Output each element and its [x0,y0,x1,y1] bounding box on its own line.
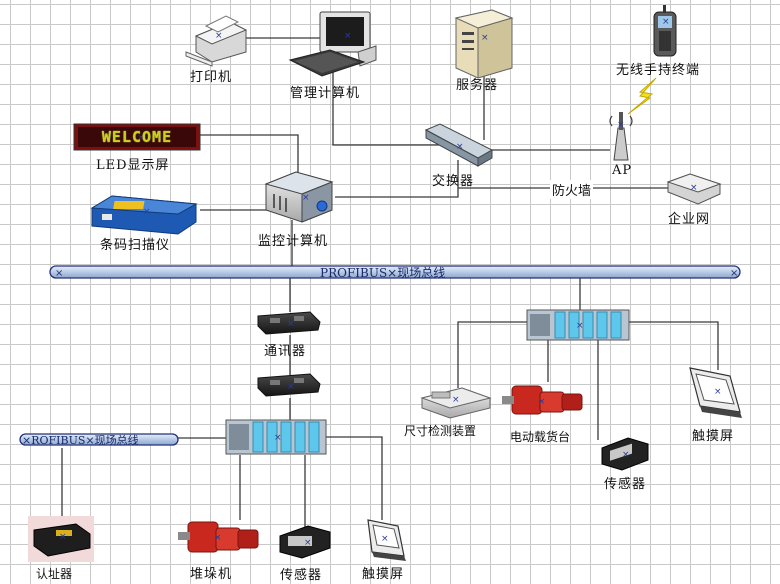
svg-text:×: × [730,268,738,279]
addresser-label: 认址器 [36,567,73,581]
svg-text:×: × [287,382,295,392]
main-fieldbus: × × [49,265,741,279]
svg-text:×: × [59,532,67,542]
svg-text:×: × [714,387,722,397]
svg-text:×: × [690,183,698,193]
electric-carrier-label: 电动载货台 [510,430,571,444]
svg-text:×: × [456,142,464,152]
plc-bottom-icon [225,419,327,455]
touch-screen-bottom-icon [367,519,406,561]
local-fieldbus-label: ×ROFIBUS×现场总线 [22,434,139,447]
svg-text:×: × [137,133,145,143]
switch-icon [424,123,494,167]
monitoring-computer-label: 监控计算机 [258,234,329,249]
size-check-device-label: 尺寸检测装置 [404,424,477,438]
svg-text:×: × [302,193,310,203]
handheld-terminal-icon [653,5,677,57]
sensor-right-label: 传感器 [604,477,647,492]
handheld-terminal-label: 无线手持终端 [616,63,701,78]
local-fieldbus [19,433,179,446]
access-point-icon [609,112,633,161]
wireless-link-icon [627,77,657,115]
switch-label: 交换器 [432,174,475,189]
svg-text:×: × [381,534,389,544]
main-fieldbus-label: PROFIBUS×现场总线 [320,266,446,280]
svg-text:×: × [576,321,584,331]
printer-icon [185,15,248,67]
server-label: 服务器 [456,78,499,93]
svg-text:×: × [304,538,312,548]
plc-right-icon [526,309,630,341]
size-check-device-icon [420,387,492,419]
monitoring-computer-icon [264,171,334,223]
svg-text:×: × [662,17,670,27]
stacker-label: 堆垛机 [190,567,233,582]
svg-text:×: × [287,319,295,329]
sensor-bottom-icon [279,525,331,559]
management-computer-icon [288,11,377,77]
firewall-label: 防火墙 [550,180,594,199]
communication-unit-label: 通讯器 [264,344,307,359]
access-point-label: AP [612,163,633,178]
svg-text:×: × [214,533,222,543]
led-display-text: WELCOME [101,128,173,146]
enterprise-network-icon [666,173,722,205]
electric-carrier-motor-icon [502,385,583,415]
touch-screen-bottom-label: 触摸屏 [362,567,405,582]
server-icon [454,9,514,79]
barcode-scanner-label: 条码扫描仪 [100,238,171,253]
led-display-icon [73,123,201,151]
printer-label: 打印机 [190,70,233,85]
sensor-bottom-label: 传感器 [280,568,323,583]
svg-text:×: × [344,31,352,41]
touch-screen-right-label: 触摸屏 [692,429,735,444]
svg-text:×: × [274,433,282,443]
svg-text:×: × [452,395,460,405]
led-display-label: LED显示屏 [96,158,170,173]
svg-text:×: × [617,120,625,130]
svg-text:×: × [622,450,630,460]
touch-screen-right-icon [689,367,742,418]
addresser-icon [28,516,94,562]
anchor-markers: × × × × × × × × × × × × × × × × × × × × … [59,17,722,548]
communication-unit-icon [257,311,321,335]
svg-text:×: × [143,207,151,217]
sensor-right-icon [601,437,649,471]
barcode-scanner-icon [90,195,198,235]
stacker-motor-icon [178,521,259,553]
management-computer-label: 管理计算机 [290,86,361,101]
svg-text:×: × [215,31,223,41]
communication-unit-2-icon [257,373,321,397]
svg-text:×: × [55,268,63,279]
svg-text:×: × [481,33,489,43]
enterprise-network-label: 企业网 [668,212,711,227]
svg-text:×: × [538,397,546,407]
